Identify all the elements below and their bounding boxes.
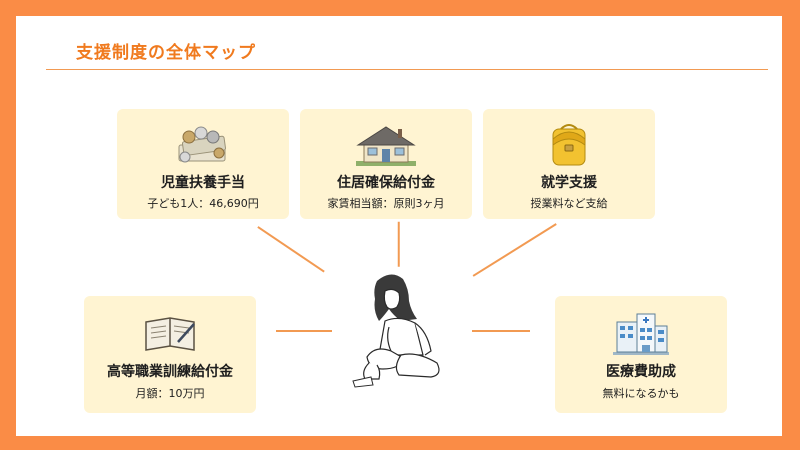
card-title: 高等職業訓練給付金: [107, 364, 233, 380]
card-title: 児童扶養手当: [161, 175, 245, 191]
card-description: 月額：10万円: [135, 387, 205, 400]
money-pile-icon: [178, 126, 227, 163]
page-title: 支援制度の全体マップ: [76, 43, 256, 63]
house-icon: [356, 126, 416, 166]
card-title: 医療費助成: [606, 364, 676, 380]
connector-line-right: [472, 330, 530, 332]
school-backpack-icon: [552, 124, 586, 166]
connector-line-top-right: [472, 223, 557, 277]
content-panel: 支援制度の全体マップ 児童扶養手当 子ども1人：46,690円: [16, 16, 782, 436]
card-child-rearing-allowance: 児童扶養手当 子ども1人：46,690円: [117, 109, 289, 219]
hospital-icon: [613, 313, 669, 355]
card-description: 子ども1人：46,690円: [147, 197, 259, 210]
card-description: 授業料など支給: [530, 197, 608, 210]
card-vocational-training-benefit: 高等職業訓練給付金 月額：10万円: [84, 296, 256, 413]
connector-line-top-center: [398, 221, 400, 267]
card-school-support: 就学支援 授業料など支給: [483, 109, 655, 219]
title-divider: [46, 69, 768, 70]
card-title: 住居確保給付金: [337, 175, 435, 191]
card-housing-benefit: 住居確保給付金 家賃相当額：原則3ヶ月: [300, 109, 472, 219]
card-description: 無料になるかも: [602, 387, 680, 400]
sitting-woman-illustration: [352, 274, 440, 388]
card-medical-expense-subsidy: 医療費助成 無料になるかも: [555, 296, 727, 413]
card-description: 家賃相当額：原則3ヶ月: [327, 197, 445, 210]
card-title: 就学支援: [541, 175, 597, 191]
open-notebook-icon: [145, 317, 195, 351]
connector-line-top-left: [257, 226, 325, 273]
connector-line-left: [276, 330, 332, 332]
